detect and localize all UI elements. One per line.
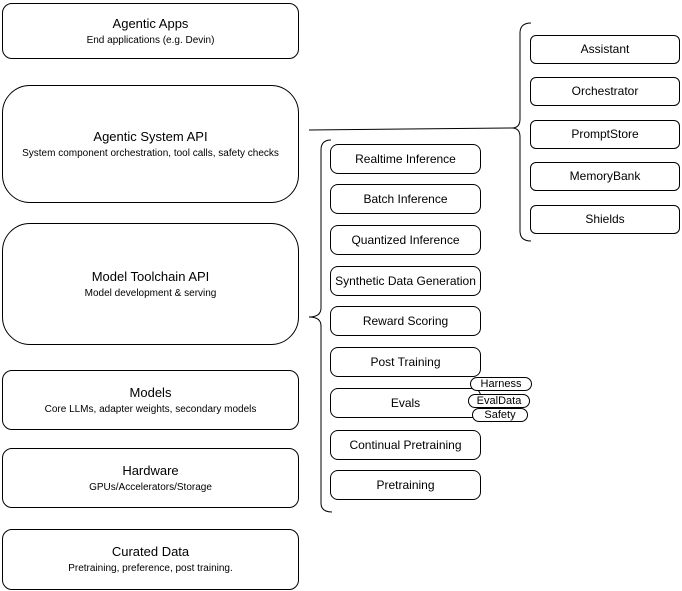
- node-label: Assistant: [580, 42, 630, 56]
- pill-safety: Safety: [472, 408, 528, 422]
- node-shields: Shields: [530, 205, 680, 234]
- node-label: Orchestrator: [571, 84, 639, 98]
- node-hardware: Hardware GPUs/Accelerators/Storage: [2, 448, 299, 508]
- node-label: Realtime Inference: [355, 151, 456, 166]
- node-promptstore: PromptStore: [530, 120, 680, 149]
- node-title: Hardware: [122, 462, 179, 478]
- node-agentic-system-api: Agentic System API System component orch…: [2, 85, 299, 203]
- node-subtitle: Pretraining, preference, post training.: [68, 563, 233, 574]
- node-label: Quantized Inference: [351, 232, 460, 247]
- pill-label: Safety: [484, 409, 516, 421]
- node-title: Curated Data: [111, 544, 190, 559]
- node-assistant: Assistant: [530, 35, 680, 64]
- node-label: PromptStore: [571, 127, 639, 141]
- node-subtitle: End applications (e.g. Devin): [86, 34, 215, 46]
- node-subtitle: Model development & serving: [84, 287, 217, 299]
- toolchain-group-brace: [308, 139, 333, 513]
- node-title: Model Toolchain API: [91, 268, 210, 284]
- system-group-brace: [511, 22, 532, 242]
- pill-label: EvalData: [476, 395, 522, 407]
- pill-evaldata: EvalData: [468, 394, 530, 408]
- node-label: Continual Pretraining: [349, 437, 462, 452]
- pill-label: Harness: [480, 378, 522, 390]
- node-models: Models Core LLMs, adapter weights, secon…: [2, 370, 299, 430]
- node-subtitle: GPUs/Accelerators/Storage: [89, 481, 212, 493]
- node-batch-inference: Batch Inference: [330, 184, 481, 214]
- node-post-training: Post Training: [330, 347, 481, 377]
- node-reward-scoring: Reward Scoring: [330, 306, 481, 336]
- node-label: Post Training: [370, 354, 441, 369]
- node-pretraining: Pretraining: [330, 470, 481, 500]
- system-api-connector-line: [308, 127, 513, 131]
- node-subtitle: Core LLMs, adapter weights, secondary mo…: [44, 403, 257, 415]
- node-subtitle: System component orchestration, tool cal…: [22, 147, 279, 159]
- pill-harness: Harness: [470, 377, 532, 391]
- node-title: Agentic Apps: [112, 15, 189, 31]
- node-continual-pretraining: Continual Pretraining: [330, 430, 481, 460]
- node-label: Batch Inference: [363, 191, 448, 206]
- node-evals: Evals: [330, 388, 481, 418]
- node-orchestrator: Orchestrator: [530, 77, 680, 106]
- node-agentic-apps: Agentic Apps End applications (e.g. Devi…: [2, 3, 299, 59]
- node-synthetic-data-generation: Synthetic Data Generation: [330, 266, 481, 296]
- node-label: Reward Scoring: [362, 313, 449, 328]
- node-quantized-inference: Quantized Inference: [330, 225, 481, 255]
- node-title: Models: [129, 384, 172, 400]
- node-curated-data: Curated Data Pretraining, preference, po…: [2, 529, 299, 590]
- node-label: Shields: [585, 212, 625, 226]
- node-realtime-inference: Realtime Inference: [330, 144, 481, 174]
- node-label: Evals: [390, 395, 421, 410]
- node-label: MemoryBank: [569, 169, 641, 183]
- node-title: Agentic System API: [93, 128, 208, 144]
- node-model-toolchain-api: Model Toolchain API Model development & …: [2, 223, 299, 345]
- node-label: Pretraining: [376, 477, 435, 492]
- node-memorybank: MemoryBank: [530, 162, 680, 191]
- node-label: Synthetic Data Generation: [335, 273, 476, 288]
